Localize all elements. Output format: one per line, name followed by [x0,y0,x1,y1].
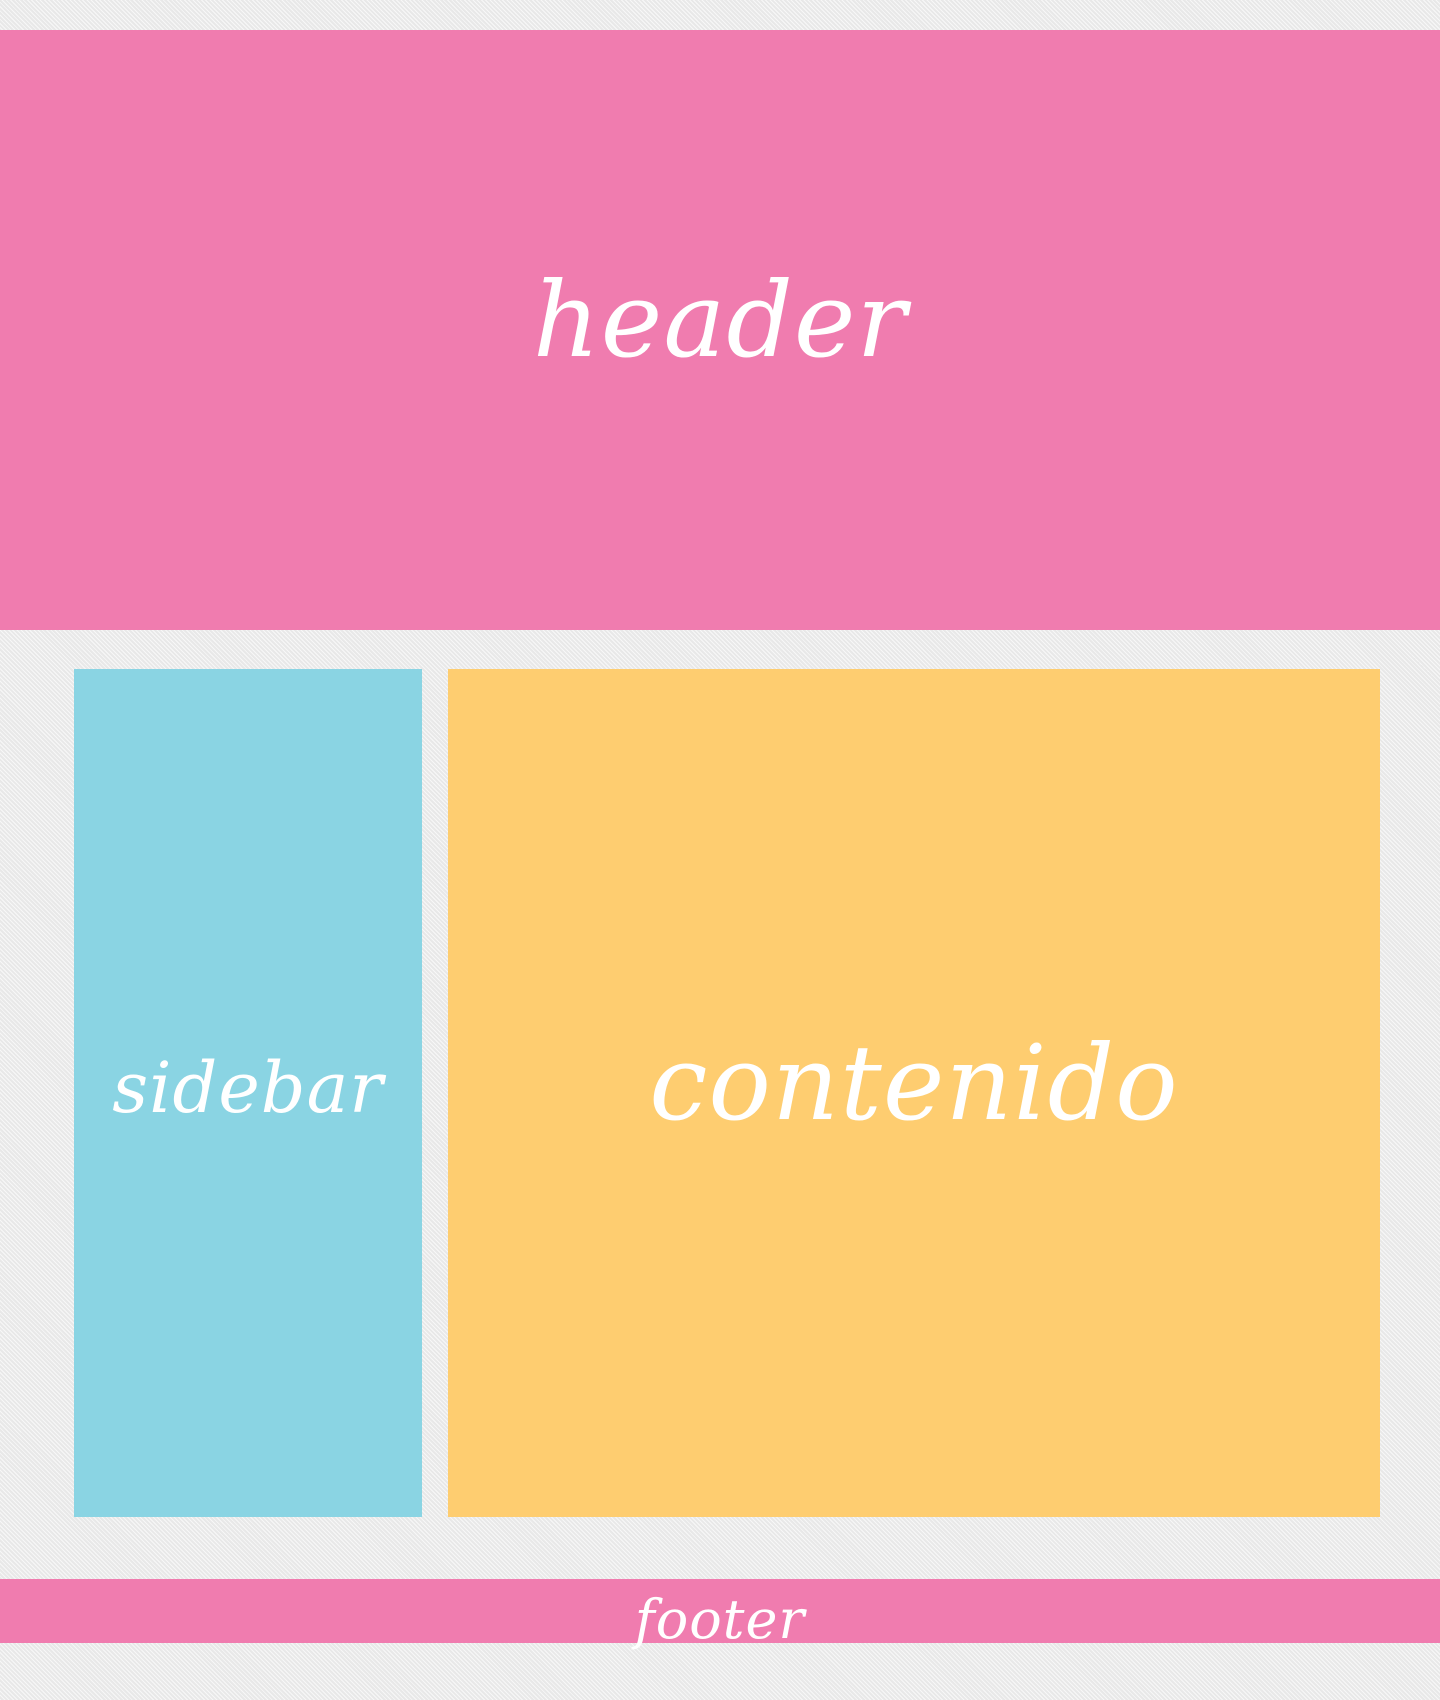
sidebar-label: sidebar [112,1047,384,1129]
content-label: contenido [649,1022,1179,1144]
header-block: header [0,30,1440,630]
sidebar-block: sidebar [74,669,422,1517]
footer-block: footer [0,1579,1440,1647]
footer-label: footer [634,1588,806,1651]
header-label: header [532,259,908,381]
content-block: contenido [448,669,1380,1517]
